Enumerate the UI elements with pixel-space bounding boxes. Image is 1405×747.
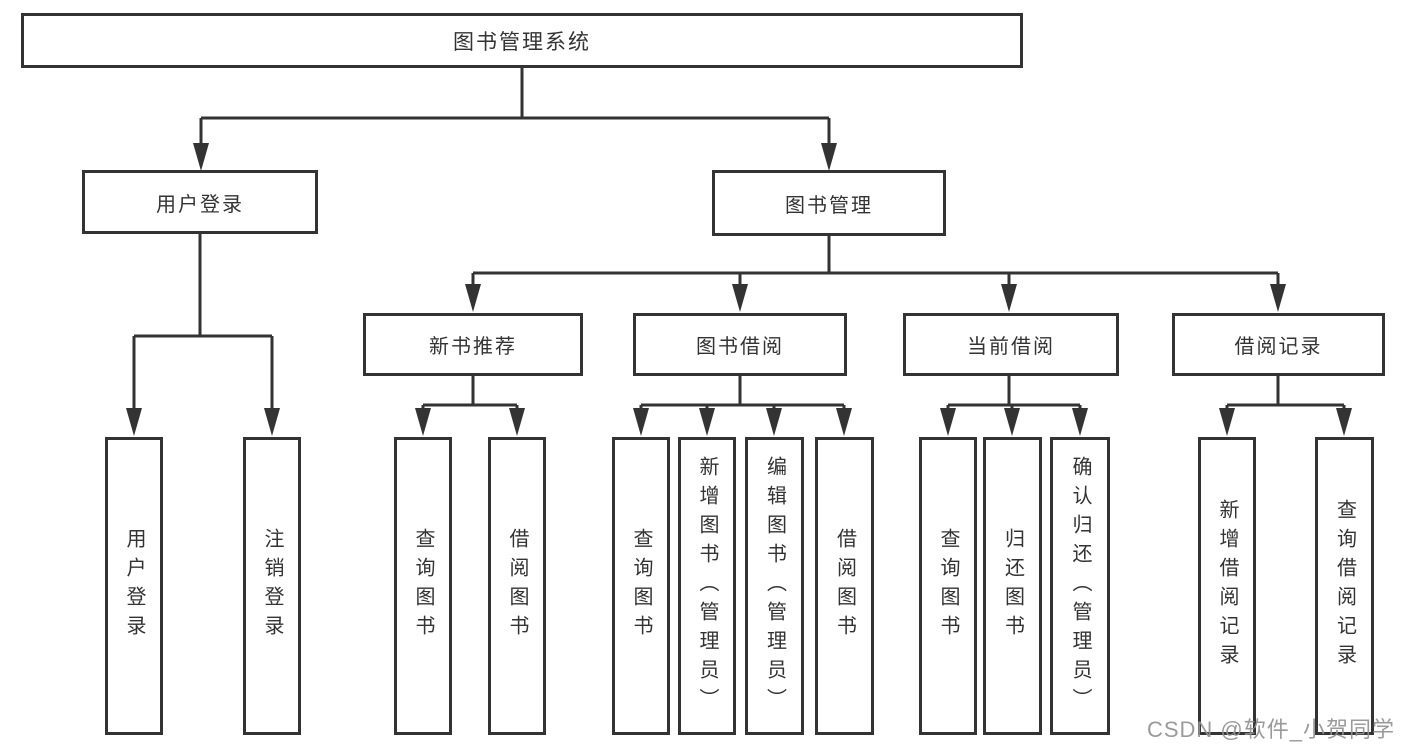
leaf-logout: 注销登录 [243, 437, 301, 735]
leaf-return-books: 归还图书 [983, 437, 1042, 735]
leaf-query-books-current: 查询图书 [919, 437, 977, 735]
node-book-management: 图书管理 [712, 170, 946, 236]
leaf-edit-books-admin: 编辑图书（管理员） [745, 437, 804, 735]
node-book-borrow: 图书借阅 [633, 313, 847, 376]
csdn-watermark: CSDN @软件_小贺同学 [1146, 717, 1395, 742]
node-new-book-recommend: 新书推荐 [363, 313, 583, 376]
leaf-query-books-recommend: 查询图书 [394, 437, 452, 735]
leaf-add-books-admin: 新增图书（管理员） [678, 437, 736, 735]
leaf-confirm-return-admin: 确认归还（管理员） [1050, 437, 1110, 735]
leaf-add-borrow-record: 新增借阅记录 [1198, 437, 1256, 735]
leaf-user-login: 用户登录 [105, 437, 163, 735]
node-current-borrow: 当前借阅 [903, 313, 1119, 376]
leaf-borrow-books-recommend: 借阅图书 [488, 437, 546, 735]
leaf-query-books-borrow: 查询图书 [612, 437, 670, 735]
node-library-management-system: 图书管理系统 [21, 13, 1023, 68]
node-user-login: 用户登录 [82, 170, 318, 234]
node-borrow-records: 借阅记录 [1172, 313, 1385, 376]
leaf-query-borrow-record: 查询借阅记录 [1315, 437, 1374, 735]
leaf-borrow-books: 借阅图书 [815, 437, 874, 735]
